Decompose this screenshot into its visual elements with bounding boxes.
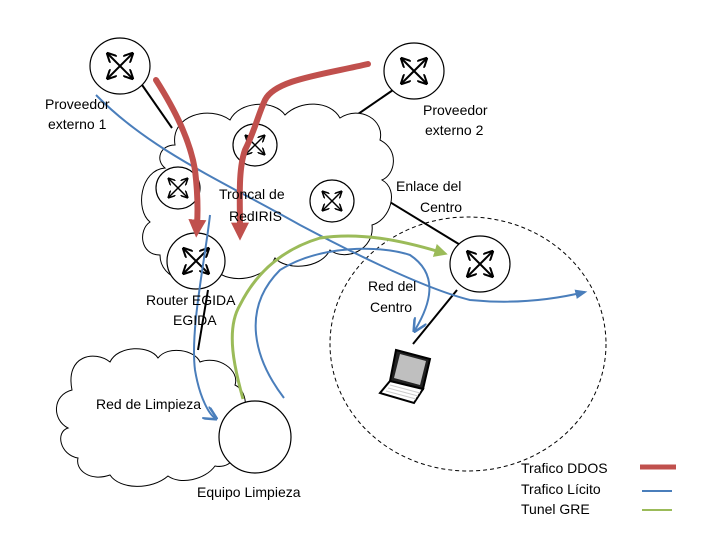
label-router-egida-line2: EGIDA (173, 312, 217, 328)
ddos-path-2 (230, 61, 371, 241)
router-proveedor-externo-2 (383, 42, 445, 100)
label-proveedor-2-line1: Proveedor (423, 102, 488, 118)
legend-label-licito: Trafico Lícito (521, 481, 601, 497)
licit-path-to-limpieza (193, 214, 215, 418)
router-egida (166, 232, 226, 290)
gre-tunnel-path (230, 234, 448, 400)
link-proveedor1-troncal (139, 81, 173, 129)
label-enlace-line1: Enlace del (396, 178, 461, 194)
link-egida-limpieza (197, 289, 209, 351)
label-equipo-limpieza: Equipo Limpieza (197, 484, 301, 500)
legend: Trafico DDOS Trafico Lícito Tunel GRE (521, 460, 676, 517)
legend-label-gre: Tunel GRE (521, 501, 590, 517)
link-enlace-laptop (412, 289, 458, 345)
legend-label-ddos: Trafico DDOS (521, 460, 608, 476)
label-proveedor-1-line1: Proveedor (45, 96, 110, 112)
label-router-egida-line1: Router EGIDA (146, 292, 236, 308)
label-red-limpieza: Red de Limpieza (96, 396, 201, 412)
label-troncal-line1: Troncal de (219, 186, 285, 202)
label-troncal-line2: RedIRIS (229, 208, 282, 224)
licit-path-main (95, 94, 588, 303)
router-troncal-right (309, 179, 355, 223)
link-troncal-enlace (379, 195, 463, 247)
laptop-icon (378, 348, 432, 405)
label-red-centro-line2: Centro (370, 299, 412, 315)
label-enlace-line2: Centro (420, 199, 462, 215)
router-enlace-centro (449, 235, 511, 293)
label-proveedor-1-line2: externo 1 (48, 116, 107, 132)
licit-path-to-laptop (254, 247, 431, 399)
equipo-limpieza-circle (218, 400, 292, 474)
router-proveedor-externo-1 (89, 37, 151, 95)
ddos-path-1 (153, 77, 207, 238)
red-limpieza-cloud (56, 348, 246, 487)
label-red-centro-line1: Red del (368, 278, 416, 294)
router-troncal-left (155, 166, 201, 210)
red-centro-boundary (329, 216, 607, 472)
label-proveedor-2-line2: externo 2 (425, 122, 484, 138)
